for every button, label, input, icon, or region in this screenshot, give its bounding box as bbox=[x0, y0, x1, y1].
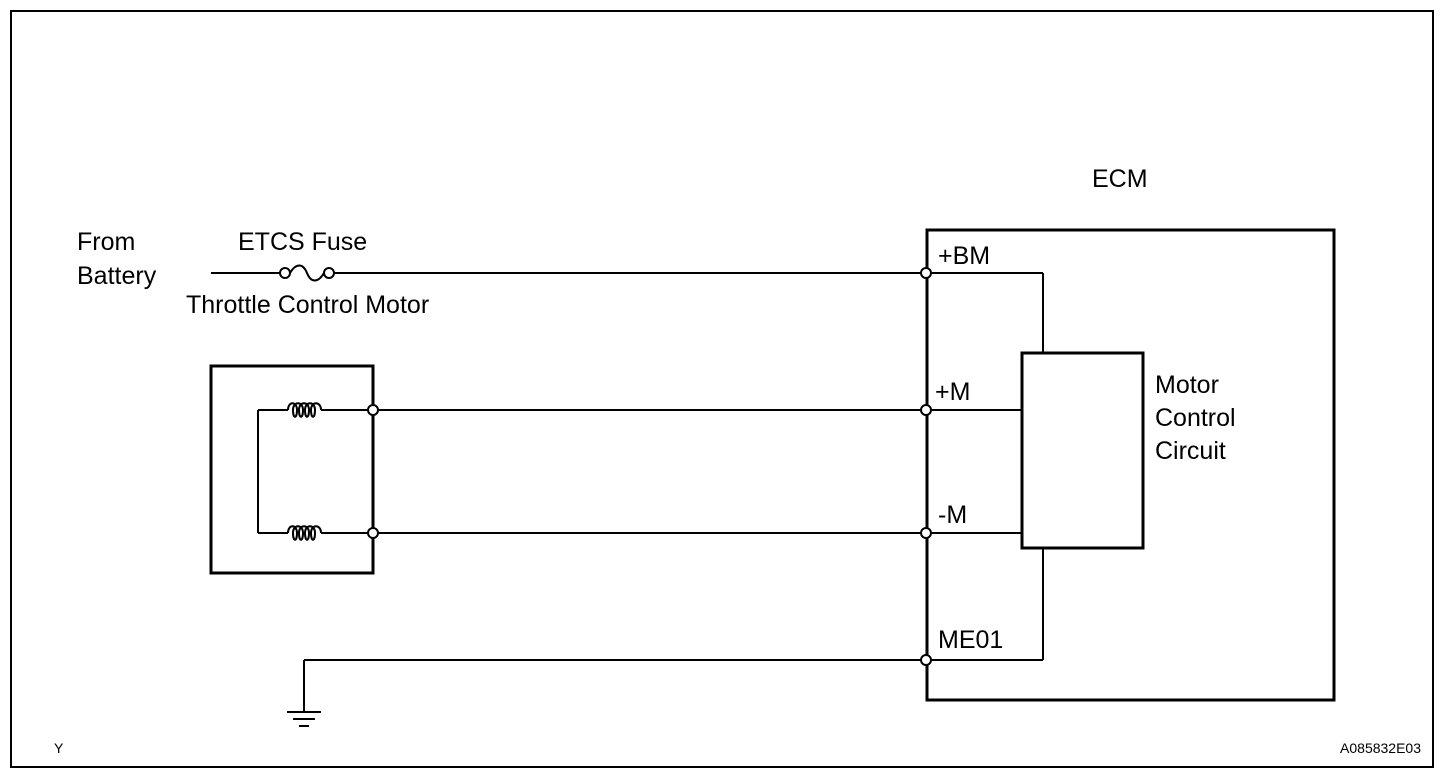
ecm-box bbox=[925, 228, 1336, 702]
fuse-symbol bbox=[279, 264, 335, 282]
terminal-me01 bbox=[920, 654, 932, 666]
terminal-me01-label: ME01 bbox=[938, 626, 1003, 654]
circuit-label-line3: Circuit bbox=[1155, 437, 1226, 465]
terminal-minus-m-label: -M bbox=[938, 501, 967, 529]
circuit-label-line2: Control bbox=[1155, 404, 1236, 432]
terminal-bm-label: +BM bbox=[938, 242, 990, 270]
motor-internal-wiring bbox=[257, 409, 368, 534]
circuit-label-line1: Motor bbox=[1155, 371, 1219, 399]
motor-coil-upper bbox=[287, 402, 322, 418]
source-label-line1: From bbox=[77, 228, 135, 256]
source-label-line2: Battery bbox=[77, 262, 157, 290]
ecm-internal-wiring bbox=[932, 272, 1044, 661]
fuse-label: ETCS Fuse bbox=[238, 228, 367, 256]
terminal-bm bbox=[920, 267, 932, 279]
terminal-plus-m bbox=[920, 404, 932, 416]
terminal-minus-m bbox=[920, 527, 932, 539]
corner-label: Y bbox=[54, 740, 64, 756]
figure-code: A085832E03 bbox=[1340, 740, 1421, 756]
motor-terminal-lower bbox=[367, 527, 379, 539]
ground-symbol bbox=[287, 711, 321, 727]
motor-control-circuit-box bbox=[1020, 351, 1145, 550]
outer-frame bbox=[10, 10, 1434, 768]
motor-coil-lower bbox=[287, 525, 322, 541]
throttle-motor-box bbox=[209, 364, 375, 575]
motor-terminal-upper bbox=[367, 404, 379, 416]
terminal-plus-m-label: +M bbox=[935, 378, 970, 406]
ground-wire bbox=[303, 659, 921, 712]
motor-label: Throttle Control Motor bbox=[186, 291, 429, 319]
ecm-label: ECM bbox=[1092, 165, 1148, 193]
